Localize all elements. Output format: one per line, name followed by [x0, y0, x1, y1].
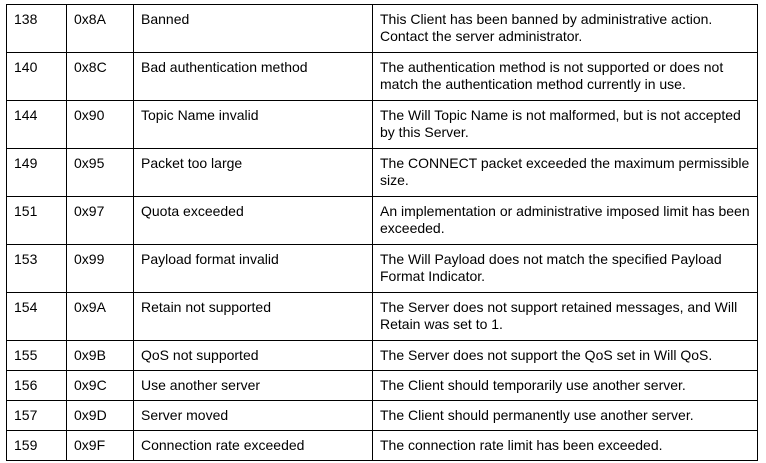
hex-value-cell: 0x90: [66, 100, 134, 149]
decimal-value-cell: 154: [6, 292, 67, 341]
hex-value-cell: 0x9D: [66, 400, 134, 431]
table-row: 155 0x9B QoS not supported The Server do…: [6, 340, 758, 371]
description-cell: The Client should temporarily use anothe…: [372, 370, 758, 401]
description-cell: The Client should permanently use anothe…: [372, 400, 758, 431]
decimal-value-cell: 155: [6, 340, 67, 371]
reason-name-cell: Packet too large: [133, 148, 373, 197]
table-row: 149 0x95 Packet too large The CONNECT pa…: [6, 148, 758, 197]
decimal-value-cell: 156: [6, 370, 67, 401]
table-row: 140 0x8C Bad authentication method The a…: [6, 52, 758, 101]
decimal-value-cell: 149: [6, 148, 67, 197]
reason-name-cell: QoS not supported: [133, 340, 373, 371]
table-row: 154 0x9A Retain not supported The Server…: [6, 292, 758, 341]
decimal-value-cell: 153: [6, 244, 67, 293]
hex-value-cell: 0x8C: [66, 52, 134, 101]
decimal-value-cell: 159: [6, 430, 67, 461]
hex-value-cell: 0x95: [66, 148, 134, 197]
reason-name-cell: Server moved: [133, 400, 373, 431]
reason-name-cell: Topic Name invalid: [133, 100, 373, 149]
reason-name-cell: Quota exceeded: [133, 196, 373, 245]
table-row: 156 0x9C Use another server The Client s…: [6, 370, 758, 401]
hex-value-cell: 0x9A: [66, 292, 134, 341]
description-cell: The Will Payload does not match the spec…: [372, 244, 758, 293]
description-cell: The CONNECT packet exceeded the maximum …: [372, 148, 758, 197]
description-cell: The authentication method is not support…: [372, 52, 758, 101]
hex-value-cell: 0x9B: [66, 340, 134, 371]
hex-value-cell: 0x99: [66, 244, 134, 293]
table-row: 138 0x8A Banned This Client has been ban…: [6, 4, 758, 53]
table-row: 144 0x90 Topic Name invalid The Will Top…: [6, 100, 758, 149]
decimal-value-cell: 140: [6, 52, 67, 101]
description-cell: An implementation or administrative impo…: [372, 196, 758, 245]
reason-name-cell: Bad authentication method: [133, 52, 373, 101]
decimal-value-cell: 151: [6, 196, 67, 245]
reason-name-cell: Payload format invalid: [133, 244, 373, 293]
description-cell: The Server does not support the QoS set …: [372, 340, 758, 371]
table-row: 157 0x9D Server moved The Client should …: [6, 400, 758, 431]
reason-name-cell: Retain not supported: [133, 292, 373, 341]
reason-name-cell: Connection rate exceeded: [133, 430, 373, 461]
table-row: 153 0x99 Payload format invalid The Will…: [6, 244, 758, 293]
hex-value-cell: 0x8A: [66, 4, 134, 53]
decimal-value-cell: 138: [6, 4, 67, 53]
description-cell: This Client has been banned by administr…: [372, 4, 758, 53]
hex-value-cell: 0x9F: [66, 430, 134, 461]
table-row: 151 0x97 Quota exceeded An implementatio…: [6, 196, 758, 245]
decimal-value-cell: 144: [6, 100, 67, 149]
reason-name-cell: Use another server: [133, 370, 373, 401]
decimal-value-cell: 157: [6, 400, 67, 431]
hex-value-cell: 0x9C: [66, 370, 134, 401]
reason-name-cell: Banned: [133, 4, 373, 53]
description-cell: The connection rate limit has been excee…: [372, 430, 758, 461]
description-cell: The Server does not support retained mes…: [372, 292, 758, 341]
hex-value-cell: 0x97: [66, 196, 134, 245]
description-cell: The Will Topic Name is not malformed, bu…: [372, 100, 758, 149]
table-row: 159 0x9F Connection rate exceeded The co…: [6, 430, 758, 461]
reason-code-table: 138 0x8A Banned This Client has been ban…: [6, 4, 758, 461]
